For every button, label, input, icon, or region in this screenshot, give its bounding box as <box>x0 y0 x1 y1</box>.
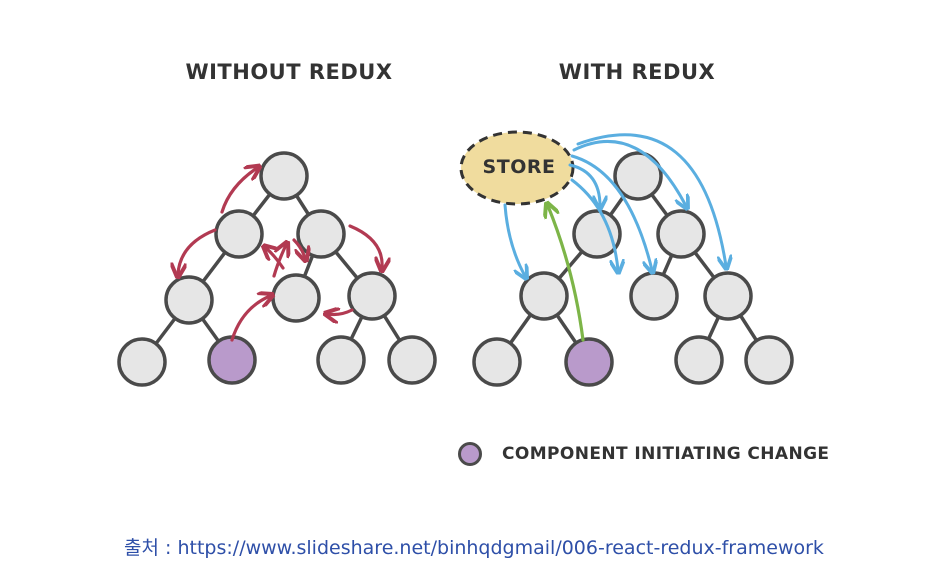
node-root <box>259 151 309 201</box>
nodes-without-redux <box>117 151 437 387</box>
legend-label: COMPONENT INITIATING CHANGE <box>502 444 830 464</box>
node-leaf-1 <box>472 337 522 387</box>
node-level3-b <box>629 271 679 321</box>
arrows-without-redux <box>178 168 382 342</box>
node-initiator-without <box>207 335 257 385</box>
node-level2-left <box>572 209 622 259</box>
legend: COMPONENT INITIATING CHANGE <box>458 442 829 466</box>
node-leaf-1 <box>117 337 167 387</box>
store-label: STORE <box>482 156 556 178</box>
node-level2-right <box>656 209 706 259</box>
legend-dot-icon <box>458 442 482 466</box>
node-level3-b <box>271 273 321 323</box>
title-without-redux: WITHOUT REDUX <box>185 60 393 84</box>
nodes-with-redux <box>472 151 794 387</box>
arrow-initiator-to-store <box>548 206 585 342</box>
store-node <box>459 130 575 206</box>
node-leaf-4 <box>744 335 794 385</box>
arrows-store-to-components <box>503 133 726 276</box>
node-leaf-3 <box>674 335 724 385</box>
node-level3-c <box>703 271 753 321</box>
source-citation: 출처 : https://www.slideshare.net/binhqdgm… <box>124 537 824 559</box>
node-level3-c <box>347 271 397 321</box>
node-leaf-3 <box>316 335 366 385</box>
node-leaf-4 <box>387 335 437 385</box>
tree-with-redux <box>495 174 771 364</box>
node-level2-left <box>214 209 264 259</box>
node-level3-a <box>519 271 569 321</box>
node-level3-a <box>164 275 214 325</box>
title-with-redux: WITH REDUX <box>558 60 716 84</box>
node-root <box>613 151 663 201</box>
node-initiator-with <box>564 337 614 387</box>
node-level2-right <box>296 209 346 259</box>
